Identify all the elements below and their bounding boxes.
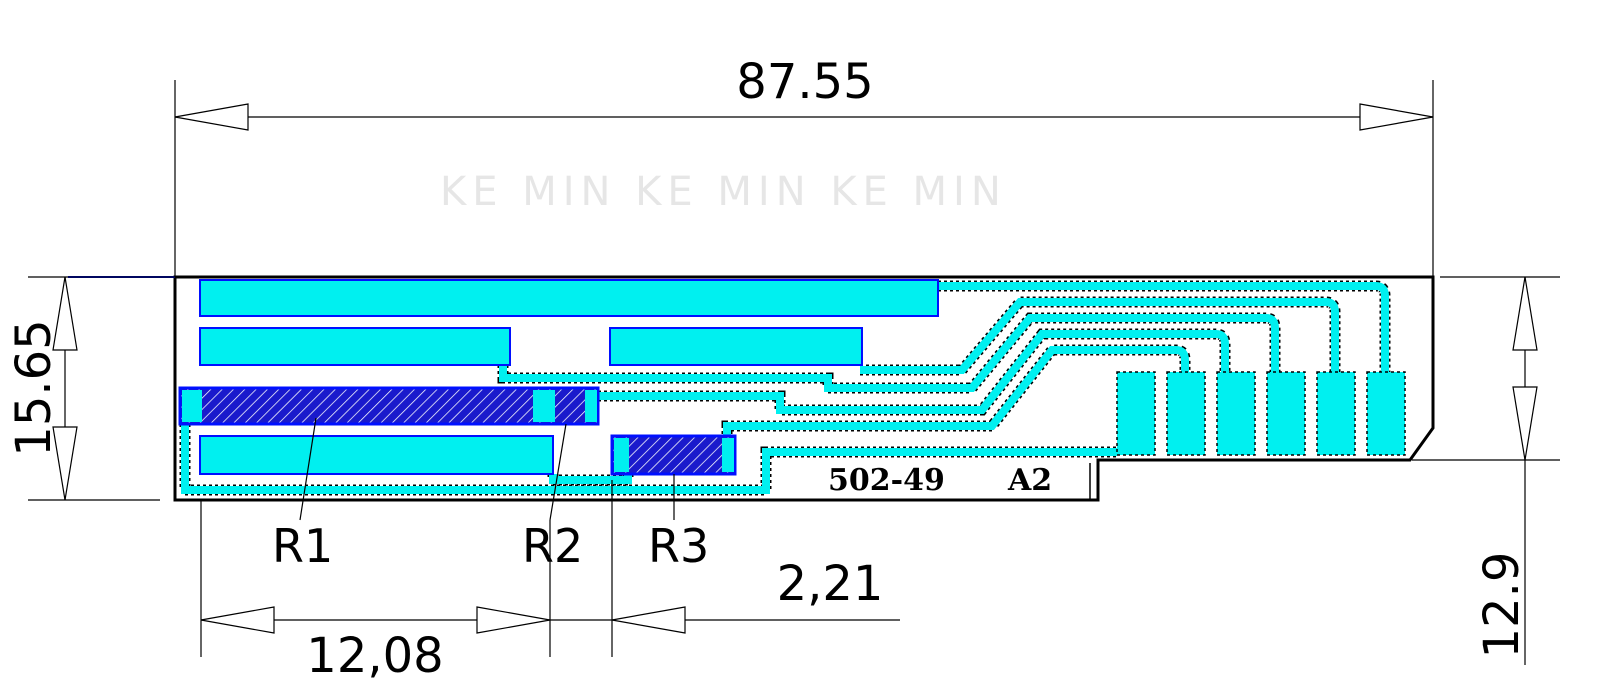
resistor-r3	[610, 434, 737, 476]
svg-text:12.9: 12.9	[1474, 552, 1530, 659]
dimension-r3-offset: 2,21	[550, 480, 900, 657]
label-r3: R3	[648, 519, 709, 573]
dimension-overall-length: 87.55	[174, 54, 1434, 277]
revision: A2	[1007, 463, 1052, 498]
copper-pad-right-2	[609, 327, 863, 366]
dimension-right-height: 12.9	[1412, 276, 1560, 665]
svg-text:KE MIN KE MIN KE MIN: KE MIN KE MIN KE MIN	[440, 169, 1007, 215]
svg-text:2,21: 2,21	[777, 556, 884, 612]
svg-text:12,08: 12,08	[306, 628, 443, 684]
part-number: 502-49	[828, 463, 945, 498]
svg-text:87.55: 87.55	[736, 54, 873, 110]
dimension-overall-height: 15.65	[6, 276, 175, 501]
traces	[179, 280, 1391, 496]
connector-fingers	[1116, 371, 1406, 456]
svg-text:15.65: 15.65	[6, 319, 62, 456]
label-r2: R2	[522, 519, 583, 573]
copper-pad-bottom	[199, 435, 554, 475]
label-r1: R1	[272, 519, 333, 573]
copper-pad-top	[199, 279, 939, 317]
board-outline	[173, 275, 1435, 502]
dimension-r1-offset: 12,08	[200, 500, 551, 684]
copper-pad-left-2	[199, 327, 511, 366]
watermark: KE MIN KE MIN KE MIN	[440, 169, 1007, 215]
resistor-r1	[178, 386, 600, 426]
